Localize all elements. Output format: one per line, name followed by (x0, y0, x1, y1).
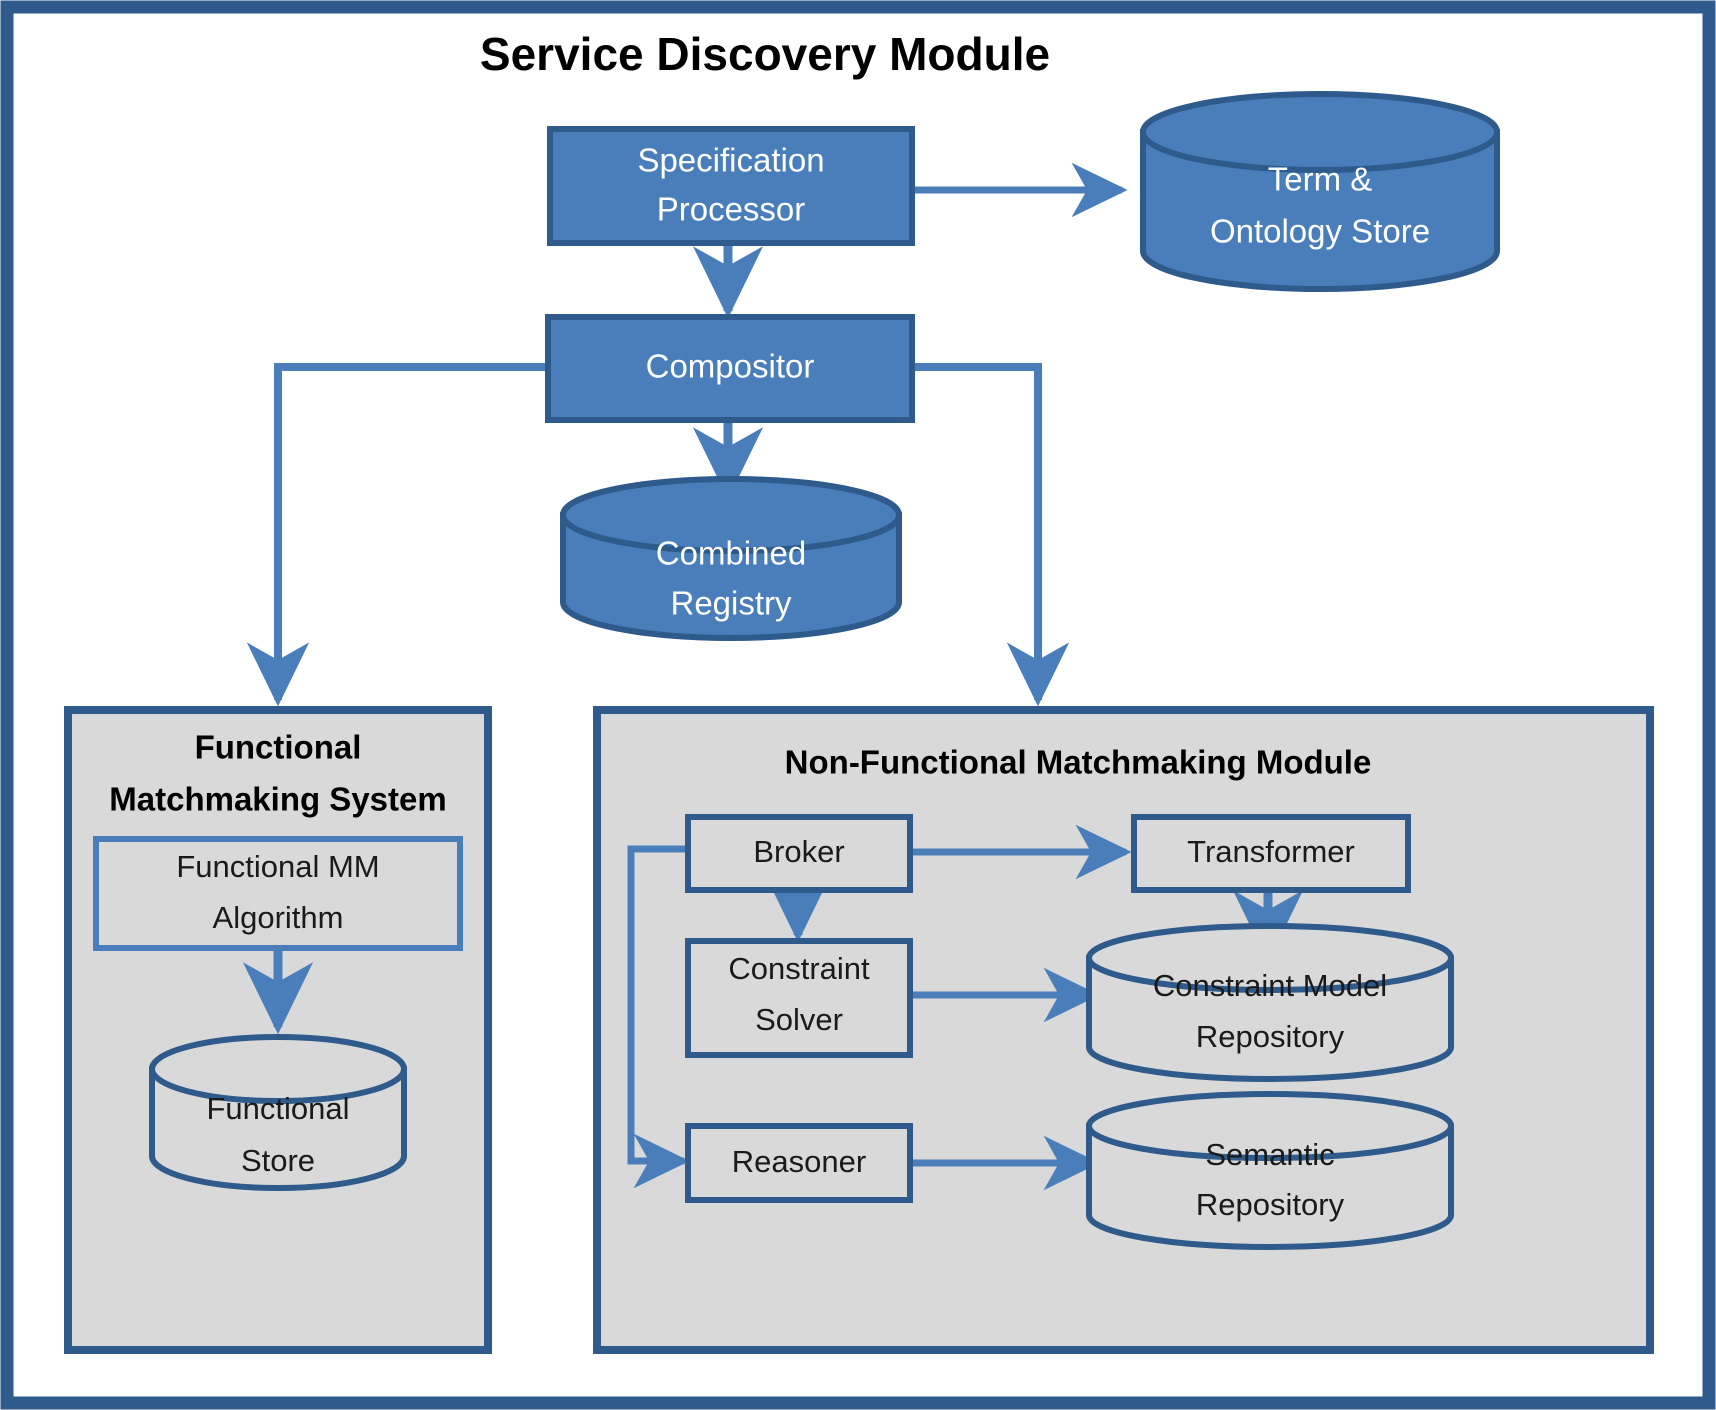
edge-compositor-to-nonfunctional-panel (912, 363, 1070, 707)
reasoner-label: Reasoner (732, 1144, 866, 1179)
node-specification-processor[interactable]: Specification Processor (547, 126, 915, 246)
specification-processor-label-2: Processor (657, 191, 806, 228)
term-ontology-store-label-1: Term & (1268, 161, 1373, 198)
page-title: Service Discovery Module (480, 28, 1050, 80)
constraint-solver-box[interactable] (685, 938, 913, 1058)
functional-store-label-2: Store (241, 1143, 315, 1178)
nonfunctional-panel-title: Non-Functional Matchmaking Module (785, 744, 1372, 781)
functional-mm-algorithm-box[interactable] (93, 836, 463, 951)
connectors (246, 162, 1128, 707)
semantic-repository-top (1086, 1091, 1454, 1161)
broker-box[interactable] (685, 814, 913, 893)
constraint-solver-label-1: Constraint (728, 951, 870, 986)
term-ontology-store-label-2: Ontology Store (1210, 213, 1430, 250)
node-combined-registry[interactable]: Combined Registry (560, 476, 902, 641)
constraint-solver-label-2: Solver (755, 1002, 843, 1037)
node-constraint-solver[interactable]: Constraint Solver (685, 938, 913, 1058)
node-term-ontology-store[interactable]: Term & Ontology Store (1140, 91, 1500, 292)
constraint-model-repository-top (1086, 923, 1454, 993)
functional-mm-algorithm-label-1: Functional MM (176, 849, 379, 884)
broker-label: Broker (753, 834, 844, 869)
panel-functional-matchmaking-system: Functional Matchmaking System Functional… (64, 706, 492, 1354)
combined-registry-top (560, 476, 902, 554)
edge-compositor-to-functional-panel (246, 363, 548, 707)
functional-store-label-1: Functional (206, 1091, 349, 1126)
node-broker[interactable]: Broker (685, 814, 913, 893)
reasoner-box[interactable] (685, 1123, 913, 1203)
node-semantic-repository[interactable]: Semantic Repository (1086, 1091, 1454, 1250)
semantic-repository-label-2: Repository (1196, 1187, 1345, 1222)
combined-registry-label-2: Registry (670, 585, 792, 622)
transformer-label: Transformer (1187, 834, 1355, 869)
constraint-model-repository-label-1: Constraint Model (1153, 968, 1387, 1003)
node-transformer[interactable]: Transformer (1131, 814, 1411, 893)
functional-panel-title-2: Matchmaking System (109, 781, 446, 818)
compositor-label: Compositor (646, 348, 815, 385)
combined-registry-label-1: Combined (656, 535, 806, 572)
edge-broker-to-reasoner (627, 845, 690, 1189)
functional-store-top (149, 1034, 407, 1104)
functional-panel-title-1: Functional (195, 729, 362, 766)
specification-processor-label-1: Specification (637, 142, 824, 179)
node-constraint-model-repository[interactable]: Constraint Model Repository (1086, 923, 1454, 1082)
node-compositor[interactable]: Compositor (545, 314, 915, 423)
node-functional-mm-algorithm[interactable]: Functional MM Algorithm (93, 836, 463, 951)
node-reasoner[interactable]: Reasoner (685, 1123, 913, 1203)
semantic-repository-label-1: Semantic (1205, 1137, 1334, 1172)
compositor-box[interactable] (545, 314, 915, 423)
functional-panel-frame (64, 706, 492, 1354)
term-ontology-store-body[interactable] (1140, 129, 1500, 292)
panel-non-functional-matchmaking-module: Non-Functional Matchmaking Module Broker… (593, 706, 1654, 1354)
node-functional-store[interactable]: Functional Store (149, 1034, 407, 1191)
functional-mm-algorithm-label-2: Algorithm (213, 900, 344, 935)
term-ontology-store-top (1140, 91, 1500, 173)
constraint-model-repository-label-2: Repository (1196, 1019, 1345, 1054)
specification-processor-box[interactable] (547, 126, 915, 246)
transformer-box[interactable] (1131, 814, 1411, 893)
